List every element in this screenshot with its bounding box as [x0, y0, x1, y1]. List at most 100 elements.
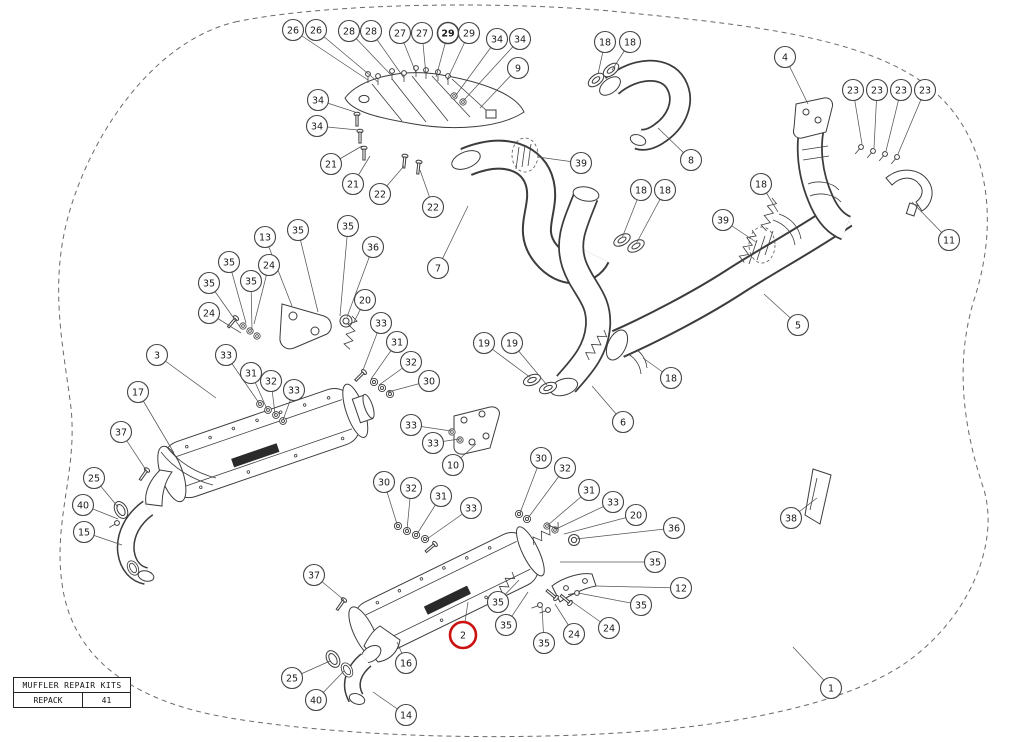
- svg-text:37: 37: [308, 570, 320, 581]
- leader-line-26: [292, 29, 369, 81]
- svg-text:33: 33: [288, 385, 300, 396]
- callout-22: 22: [368, 182, 392, 206]
- kit-table-row: REPACK 41: [14, 693, 130, 707]
- svg-text:34: 34: [491, 34, 503, 45]
- svg-text:33: 33: [375, 318, 387, 329]
- spring-icon: [759, 196, 779, 232]
- callout-32: 32: [259, 369, 283, 393]
- svg-text:24: 24: [603, 623, 615, 634]
- svg-text:16: 16: [400, 658, 412, 669]
- svg-text:1: 1: [828, 683, 834, 694]
- svg-text:18: 18: [755, 179, 767, 190]
- callout-37: 37: [302, 563, 326, 587]
- svg-text:22: 22: [427, 202, 439, 213]
- svg-text:33: 33: [427, 438, 439, 449]
- svg-text:20: 20: [359, 295, 371, 306]
- svg-text:9: 9: [515, 63, 521, 74]
- brand-label-band: [423, 585, 471, 615]
- band-clamp-11: [885, 169, 933, 217]
- callout-35: 35: [286, 218, 310, 242]
- svg-text:34: 34: [312, 95, 324, 106]
- svg-text:15: 15: [78, 527, 90, 538]
- leader-line-35: [339, 225, 349, 317]
- svg-text:6: 6: [620, 417, 626, 428]
- washer-icon: [253, 332, 261, 340]
- callout-39: 39: [569, 151, 593, 175]
- right-header-pipe: [585, 59, 691, 151]
- callout-40: 40: [304, 688, 328, 712]
- callout-24: 24: [597, 616, 621, 640]
- callout-33: 33: [399, 413, 423, 437]
- svg-text:18: 18: [665, 373, 677, 384]
- screw-icon: [876, 150, 889, 163]
- screw-icon: [852, 143, 865, 156]
- svg-text:37: 37: [115, 427, 127, 438]
- svg-text:27: 27: [416, 28, 428, 39]
- svg-text:40: 40: [77, 500, 89, 511]
- callout-34: 34: [485, 27, 509, 51]
- svg-text:26: 26: [287, 25, 299, 36]
- leader-line-26: [315, 29, 379, 83]
- svg-text:3: 3: [154, 350, 160, 361]
- leader-line-36: [346, 246, 374, 318]
- bolt-37-left: [137, 466, 151, 483]
- callout-23: 23: [889, 78, 913, 102]
- callout-18: 18: [653, 178, 677, 202]
- callout-5: 5: [786, 313, 810, 337]
- svg-text:30: 30: [535, 453, 547, 464]
- svg-text:32: 32: [265, 376, 277, 387]
- muffler-center-assembly: [322, 526, 545, 705]
- svg-text:35: 35: [635, 600, 647, 611]
- svg-text:35: 35: [492, 597, 504, 608]
- svg-text:13: 13: [259, 232, 271, 243]
- callout-31: 31: [385, 330, 409, 354]
- callout-29: 29: [436, 21, 460, 45]
- svg-text:24: 24: [203, 308, 215, 319]
- callout-23: 23: [841, 78, 865, 102]
- svg-text:39: 39: [575, 158, 587, 169]
- callout-7: 7: [426, 256, 450, 280]
- svg-text:32: 32: [405, 483, 417, 494]
- muffler-left-inlet-cone: [145, 469, 173, 507]
- kit-qty-cell: 41: [101, 696, 112, 705]
- svg-text:28: 28: [365, 26, 377, 37]
- callout-9: 9: [506, 56, 530, 80]
- svg-text:23: 23: [871, 85, 883, 96]
- callout-35: 35: [643, 550, 667, 574]
- callout-19: 19: [472, 331, 496, 355]
- callout-27: 27: [410, 21, 434, 45]
- leader-line-17: [137, 391, 175, 454]
- svg-text:29: 29: [463, 28, 475, 39]
- callout-35: 35: [486, 590, 510, 614]
- svg-text:39: 39: [717, 215, 729, 226]
- callout-34: 34: [508, 27, 532, 51]
- leader-line-3: [156, 354, 217, 399]
- highlighted-callout-2: 2: [448, 620, 478, 650]
- callout-16: 16: [394, 651, 418, 675]
- screw-icon: [864, 147, 877, 160]
- bolt-icon: [352, 368, 368, 384]
- callout-33: 33: [214, 343, 238, 367]
- callout-8: 8: [679, 148, 703, 172]
- callout-15: 15: [72, 520, 96, 544]
- screw-icon: [530, 601, 544, 611]
- callout-18: 18: [593, 30, 617, 54]
- callout-31: 31: [429, 484, 453, 508]
- callout-18: 18: [629, 178, 653, 202]
- svg-text:35: 35: [342, 221, 354, 232]
- callout-22: 22: [421, 195, 445, 219]
- svg-text:7: 7: [435, 263, 441, 274]
- svg-text:4: 4: [782, 52, 788, 63]
- leader-line-12: [595, 585, 682, 589]
- callout-21: 21: [319, 152, 343, 176]
- callout-24: 24: [257, 253, 281, 277]
- callout-33: 33: [369, 311, 393, 335]
- link-pipe: [605, 196, 853, 361]
- svg-text:22: 22: [374, 189, 386, 200]
- svg-text:21: 21: [325, 159, 337, 170]
- callout-33: 33: [601, 490, 625, 514]
- bracket-plate-10: [448, 406, 500, 455]
- leader-line-7: [437, 205, 469, 269]
